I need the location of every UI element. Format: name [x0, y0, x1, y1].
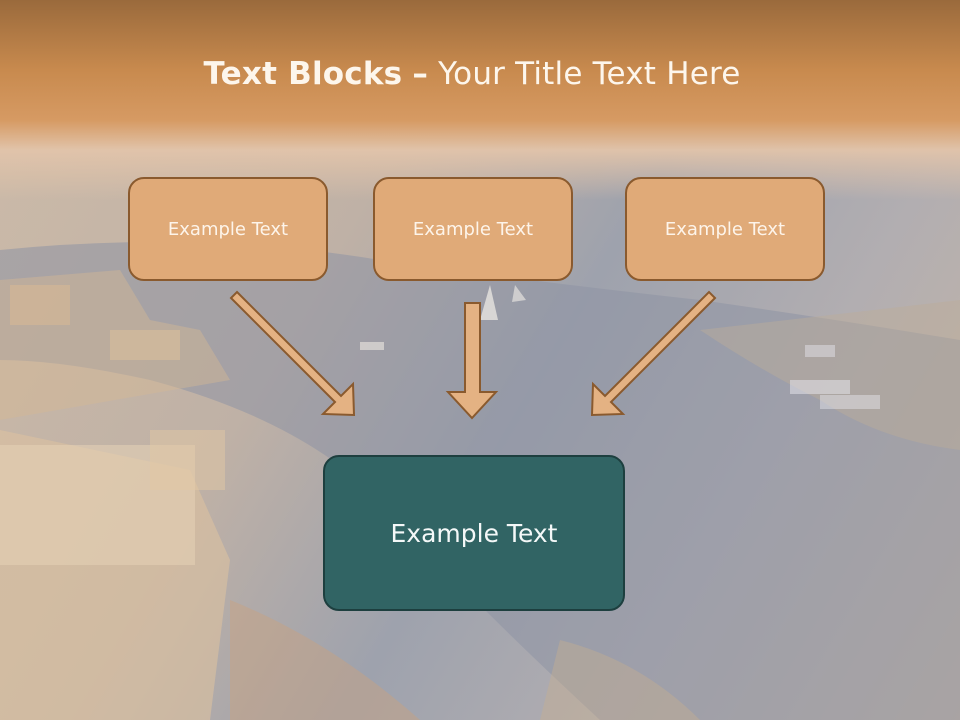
text-block-1[interactable]: Example Text [128, 177, 328, 281]
target-text-block-label: Example Text [390, 518, 558, 548]
arrow-left-diagonal [229, 290, 356, 417]
arrow-right-diagonal [590, 290, 717, 417]
slide-title: Text Blocks – Your Title Text Here [0, 56, 944, 92]
text-block-2[interactable]: Example Text [373, 177, 573, 281]
text-block-3-label: Example Text [664, 218, 786, 240]
text-block-1-label: Example Text [167, 218, 289, 240]
text-block-3[interactable]: Example Text [625, 177, 825, 281]
title-rest-part: Your Title Text Here [438, 56, 741, 92]
arrow-center-down [445, 302, 499, 420]
title-bold-part: Text Blocks [203, 56, 403, 92]
text-block-2-label: Example Text [412, 218, 534, 240]
target-text-block[interactable]: Example Text [323, 455, 625, 611]
title-separator: – [412, 56, 429, 92]
